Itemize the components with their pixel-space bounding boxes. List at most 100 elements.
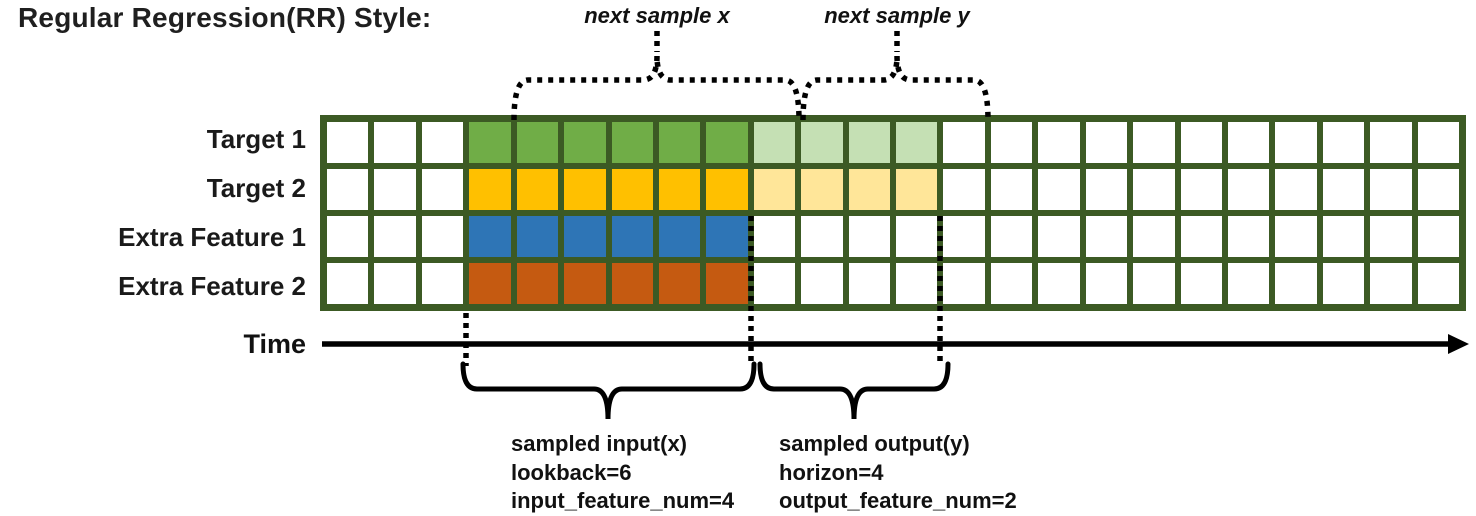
next-sample-x-brace [511,55,802,121]
diagram-title: Regular Regression(RR) Style: [18,2,432,33]
grid-cell [421,169,464,210]
grid-cell [848,122,890,163]
grid-cell [990,169,1033,210]
grid-cell [753,216,796,257]
grid-cell [421,216,464,257]
grid-cell [1038,263,1080,304]
grid-cell [1417,263,1459,304]
grid-cell [753,263,796,304]
grid-cell [990,216,1033,257]
horizon-line: horizon=4 [779,459,884,485]
row-label: Target 1 [206,124,306,154]
grid-cell [611,216,653,257]
grid-cell [706,263,748,304]
grid-cell [1227,169,1270,210]
grid-cell [374,169,416,210]
grid-cell [801,216,843,257]
grid-cell [327,122,369,163]
grid-cell [848,169,890,210]
lookback-line: lookback=6 [511,459,632,485]
grid-cell [327,216,369,257]
grid-cell [848,263,890,304]
sampled-input-annotation: sampled input(x) lookback=6 input_featur… [511,430,734,516]
grid-cell [1370,263,1412,304]
next-sample-y-brace [800,55,991,121]
grid-cell [374,216,416,257]
grid-cell [564,216,606,257]
grid-cell [1133,216,1175,257]
grid-cell [1322,263,1365,304]
grid-cell [1227,216,1270,257]
grid-cell [1417,216,1459,257]
grid-cell [943,263,985,304]
next-sample-x-label: next sample x [584,3,730,28]
grid-cell [1038,169,1080,210]
sample-grid [320,115,1466,311]
grid-cell [1322,169,1365,210]
grid-cell [753,169,796,210]
grid-cell [943,216,985,257]
grid-cell [1275,122,1317,163]
grid-cell [706,216,748,257]
sampled-input-brace [460,361,757,420]
row-label: Target 2 [206,173,306,203]
grid-cell [469,263,511,304]
grid-cell [564,122,606,163]
grid-cell [990,263,1033,304]
grid-cell [801,263,843,304]
grid-cell [516,122,559,163]
grid-cell [327,169,369,210]
grid-cell [611,169,653,210]
grid-cell [753,122,796,163]
sampled-output-brace [757,361,951,420]
sampled-output-annotation: sampled output(y) horizon=4 output_featu… [779,430,1017,516]
grid-cell [374,122,416,163]
time-axis-arrowhead [1448,334,1469,354]
grid-cell [943,122,985,163]
grid-cell [1322,122,1365,163]
grid-cell [896,216,938,257]
grid-cell [801,169,843,210]
grid-cell [848,216,890,257]
grid-cell [516,216,559,257]
grid-cell [990,122,1033,163]
grid-cell [327,263,369,304]
grid-cell [1085,263,1128,304]
grid-cell [611,263,653,304]
grid-cell [896,122,938,163]
grid-cell [564,169,606,210]
grid-cell [1180,216,1222,257]
grid-cell [1227,263,1270,304]
grid-cell [658,122,701,163]
grid-cell [469,122,511,163]
grid-cell [1275,263,1317,304]
grid-cell [706,169,748,210]
grid-cell [516,169,559,210]
grid-cell [1038,216,1080,257]
grid-cell [1180,122,1222,163]
grid-cell [1133,263,1175,304]
grid-cell [469,216,511,257]
grid-cell [1275,169,1317,210]
grid-cell [658,169,701,210]
grid-cell [801,122,843,163]
grid-cell [611,122,653,163]
grid-cell [706,122,748,163]
sampled-input-line: sampled input(x) [511,431,688,456]
grid-cell [1370,216,1412,257]
grid-cell [1417,169,1459,210]
grid-cell [374,263,416,304]
grid-cell [1227,122,1270,163]
grid-cell [1417,122,1459,163]
grid-cell [1180,263,1222,304]
grid-cell [1038,122,1080,163]
next-sample-y-label: next sample y [824,3,970,28]
sampled-output-line: sampled output(y) [779,431,970,456]
grid-cell [658,216,701,257]
grid-cell [469,169,511,210]
grid-cell [1133,169,1175,210]
output-feature-num-line: output_feature_num=2 [779,488,1017,513]
time-axis-label: Time [243,329,306,359]
grid-cell [943,169,985,210]
